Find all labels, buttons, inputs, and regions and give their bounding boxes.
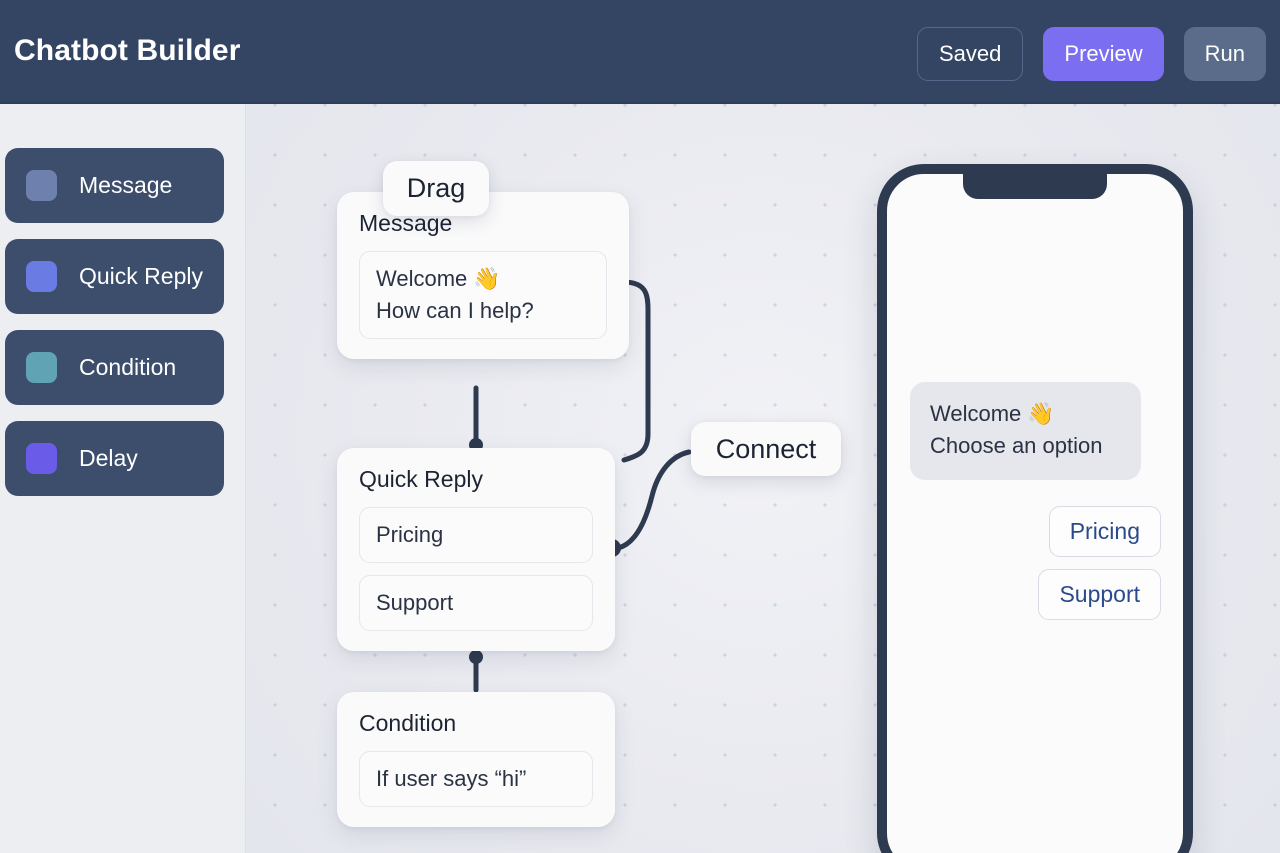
palette-list: Message Quick Reply Condition Delay (5, 148, 224, 512)
preview-button[interactable]: Preview (1043, 27, 1164, 81)
node-field-line: Support (376, 589, 454, 615)
flow-node-message[interactable]: Message Welcome 👋 How can I help? (337, 192, 629, 359)
node-field-line: Pricing (376, 522, 444, 547)
chat-bubble-bot: Welcome 👋 Choose an option (910, 382, 1141, 480)
palette-item-condition[interactable]: Condition (5, 330, 224, 405)
flow-node-condition[interactable]: Condition If user says “hi” (337, 692, 615, 827)
palette-item-label: Condition (79, 354, 177, 380)
edge-connect-to-quick-reply-port (615, 449, 692, 551)
palette-item-label: Quick Reply (79, 263, 203, 289)
node-field-option[interactable]: Pricing (359, 507, 593, 563)
node-title: Quick Reply (359, 466, 483, 492)
phone-screen: Welcome 👋 Choose an option Pricing Suppo… (887, 174, 1183, 853)
phone-notch (963, 173, 1107, 199)
drag-hint-badge[interactable]: Drag (383, 161, 489, 216)
node-palette-sidebar: Message Quick Reply Condition Delay (0, 104, 246, 853)
node-field[interactable]: If user says “hi” (359, 751, 593, 807)
palette-item-label: Delay (79, 445, 138, 471)
quick-reply-chip-pricing[interactable]: Pricing (1048, 506, 1161, 557)
node-field[interactable]: Welcome 👋 How can I help? (359, 251, 607, 339)
message-swatch-icon (26, 170, 57, 201)
quick-reply-swatch-icon (26, 261, 57, 292)
palette-item-label: Message (79, 172, 173, 198)
phone-preview-mockup: Welcome 👋 Choose an option Pricing Suppo… (877, 164, 1193, 853)
delay-swatch-icon (26, 443, 57, 474)
palette-item-delay[interactable]: Delay (5, 421, 224, 496)
node-field-option[interactable]: Support (359, 574, 593, 631)
flow-node-quick-reply[interactable]: Quick Reply Pricing Support (337, 448, 615, 651)
app-header: Chatbot Builder Saved Preview Run (0, 0, 1280, 104)
chat-bubble-line: Choose an option (930, 432, 1103, 458)
palette-item-quick-reply[interactable]: Quick Reply (5, 239, 224, 314)
flow-canvas[interactable]: Message Welcome 👋 How can I help? Quick … (246, 104, 1280, 853)
node-field-line: If user says “hi” (376, 766, 527, 791)
connect-hint-badge[interactable]: Connect (691, 422, 841, 476)
condition-swatch-icon (26, 352, 57, 383)
node-field-line: Welcome 👋 (376, 266, 501, 291)
quick-reply-chip-list: Pricing Support (1038, 506, 1161, 620)
node-field-line: How can I help? (376, 297, 534, 323)
run-button[interactable]: Run (1183, 27, 1266, 81)
header-actions: Saved Preview Run (917, 27, 1266, 81)
node-title: Condition (359, 710, 457, 736)
chat-bubble-line: Welcome 👋 (930, 401, 1055, 426)
port-quick-reply-bottom[interactable] (469, 650, 483, 664)
saved-button[interactable]: Saved (917, 27, 1024, 81)
page-title: Chatbot Builder (14, 34, 241, 67)
palette-item-message[interactable]: Message (5, 148, 224, 223)
quick-reply-chip-support[interactable]: Support (1038, 569, 1161, 620)
